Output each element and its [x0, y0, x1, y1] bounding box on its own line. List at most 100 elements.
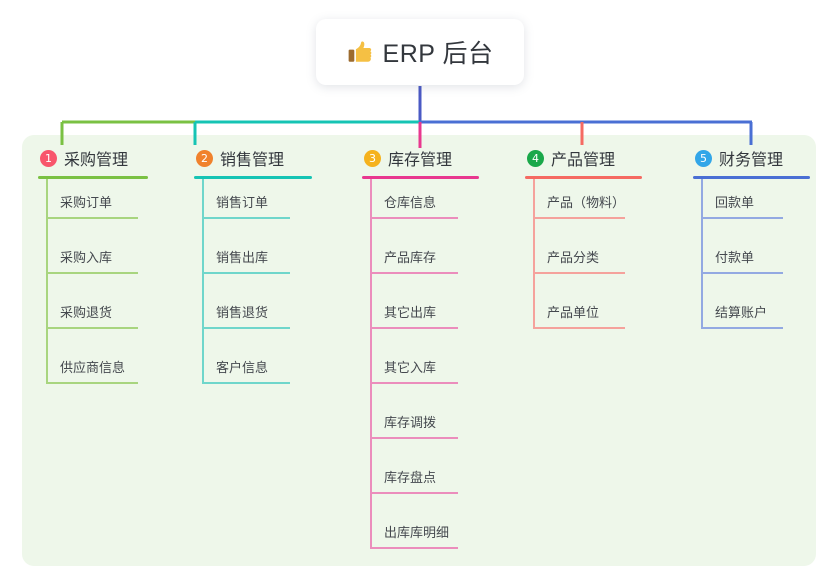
leaf-item-rule	[533, 327, 625, 329]
leaf-item-rule	[370, 492, 458, 494]
diagram-panel	[22, 135, 816, 566]
leaf-item-label: 其它入库	[384, 360, 437, 375]
leaf-item-rule	[370, 547, 458, 549]
leaf-item-label: 销售退货	[216, 305, 269, 320]
column-header[interactable]: 2 销售管理	[194, 146, 312, 170]
leaf-item-label: 客户信息	[216, 360, 269, 375]
leaf-item-rule	[202, 272, 290, 274]
leaf-item[interactable]: 仓库信息	[362, 179, 479, 234]
leaf-item-label: 出库库明细	[384, 525, 450, 540]
leaf-item-label: 销售订单	[216, 195, 269, 210]
leaf-item[interactable]: 出库库明细	[362, 509, 479, 564]
column-采购管理: 1 采购管理采购订单采购入库采购退货供应商信息	[38, 146, 148, 399]
column-number-badge: 5	[695, 149, 712, 167]
leaf-item[interactable]: 采购退货	[38, 289, 148, 344]
column-header[interactable]: 4 产品管理	[525, 146, 642, 170]
leaf-item-rule	[46, 327, 138, 329]
leaf-item[interactable]: 销售出库	[194, 234, 312, 289]
column-spine	[202, 179, 204, 382]
leaf-item-rule	[533, 217, 625, 219]
leaf-item-label: 产品单位	[547, 305, 600, 320]
leaf-item[interactable]: 库存盘点	[362, 454, 479, 509]
column-spine	[701, 179, 703, 327]
leaf-item[interactable]: 销售退货	[194, 289, 312, 344]
column-header-rule	[693, 176, 810, 179]
leaf-item[interactable]: 付款单	[693, 234, 810, 289]
column-销售管理: 2 销售管理销售订单销售出库销售退货客户信息	[194, 146, 312, 399]
leaf-item-label: 产品库存	[384, 250, 437, 265]
root-node[interactable]: ERP 后台	[316, 19, 524, 85]
column-财务管理: 5 财务管理回款单付款单结算账户	[693, 146, 810, 344]
leaf-item[interactable]: 销售订单	[194, 179, 312, 234]
leaf-item[interactable]: 产品库存	[362, 234, 479, 289]
column-number-badge: 2	[196, 149, 213, 167]
column-header-rule	[38, 176, 148, 179]
column-title: 销售管理	[220, 152, 285, 169]
leaf-item-rule	[370, 272, 458, 274]
leaf-item-rule	[370, 217, 458, 219]
leaf-item-label: 结算账户	[715, 305, 768, 320]
leaf-item-rule	[370, 382, 458, 384]
leaf-item-rule	[202, 217, 290, 219]
leaf-item-label: 仓库信息	[384, 195, 437, 210]
leaf-item[interactable]: 产品分类	[525, 234, 642, 289]
root-title: ERP 后台	[382, 40, 494, 68]
column-header-rule	[362, 176, 479, 179]
leaf-item-label: 付款单	[715, 250, 755, 265]
column-spine	[533, 179, 535, 327]
leaf-item-label: 采购入库	[60, 250, 113, 265]
leaf-item-rule	[46, 217, 138, 219]
leaf-item[interactable]: 回款单	[693, 179, 810, 234]
column-title: 产品管理	[551, 152, 616, 169]
leaf-item-rule	[701, 327, 783, 329]
leaf-item[interactable]: 产品（物料）	[525, 179, 642, 234]
leaf-item-rule	[46, 382, 138, 384]
leaf-item-label: 产品（物料）	[547, 195, 626, 210]
leaf-item[interactable]: 结算账户	[693, 289, 810, 344]
leaf-item[interactable]: 供应商信息	[38, 344, 148, 399]
column-header[interactable]: 1 采购管理	[38, 146, 148, 170]
leaf-item[interactable]: 客户信息	[194, 344, 312, 399]
leaf-item-label: 产品分类	[547, 250, 600, 265]
leaf-item[interactable]: 其它出库	[362, 289, 479, 344]
leaf-item-rule	[701, 217, 783, 219]
leaf-item-rule	[202, 327, 290, 329]
column-number-badge: 1	[40, 149, 57, 167]
column-产品管理: 4 产品管理产品（物料） 产品分类产品单位	[525, 146, 642, 344]
leaf-item-rule	[46, 272, 138, 274]
leaf-item-rule	[370, 327, 458, 329]
leaf-item[interactable]: 产品单位	[525, 289, 642, 344]
column-title: 采购管理	[64, 152, 129, 169]
column-header-rule	[525, 176, 642, 179]
thumbs-up-icon	[347, 39, 373, 65]
leaf-item-rule	[202, 382, 290, 384]
column-items: 销售订单销售出库销售退货客户信息	[194, 179, 312, 399]
column-header-rule	[194, 176, 312, 179]
column-spine	[46, 179, 48, 382]
column-items: 采购订单采购入库采购退货供应商信息	[38, 179, 148, 399]
column-title: 财务管理	[719, 152, 784, 169]
column-items: 仓库信息产品库存其它出库其它入库库存调拨库存盘点出库库明细	[362, 179, 479, 564]
column-number-badge: 4	[527, 149, 544, 167]
leaf-item[interactable]: 其它入库	[362, 344, 479, 399]
column-items: 产品（物料） 产品分类产品单位	[525, 179, 642, 344]
leaf-item-label: 库存盘点	[384, 470, 437, 485]
leaf-item[interactable]: 库存调拨	[362, 399, 479, 454]
leaf-item[interactable]: 采购入库	[38, 234, 148, 289]
column-title: 库存管理	[388, 152, 453, 169]
leaf-item-rule	[370, 437, 458, 439]
leaf-item-label: 采购订单	[60, 195, 113, 210]
leaf-item-label: 供应商信息	[60, 360, 126, 375]
leaf-item-label: 采购退货	[60, 305, 113, 320]
leaf-item[interactable]: 采购订单	[38, 179, 148, 234]
leaf-item-rule	[533, 272, 625, 274]
leaf-item-label: 销售出库	[216, 250, 269, 265]
column-header[interactable]: 5 财务管理	[693, 146, 810, 170]
leaf-item-rule	[701, 272, 783, 274]
column-spine	[370, 179, 372, 547]
leaf-item-label: 库存调拨	[384, 415, 437, 430]
